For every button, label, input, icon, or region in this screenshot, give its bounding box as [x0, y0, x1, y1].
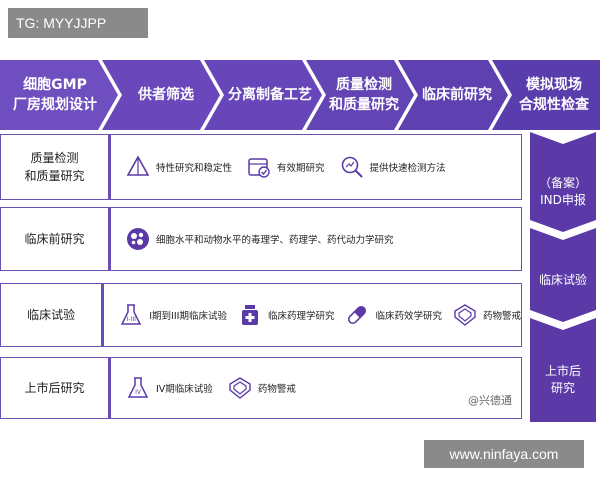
stage-label-line: 供者筛选: [138, 87, 194, 103]
right-label-clinical: 临床试验: [530, 250, 596, 310]
stage-label-1: 细胞GMP 厂房规划设计: [0, 60, 110, 130]
stage-label-line: 和质量研究: [329, 97, 399, 113]
stage-label-2: 供者筛选: [118, 60, 214, 130]
warning-shield-icon: [452, 302, 478, 328]
stage-chevron-6: [492, 60, 600, 130]
row-label-line: 和质量研究: [24, 169, 85, 183]
item-text: 临床药理学研究: [267, 311, 335, 322]
stage-label-line: 厂房规划设计: [13, 97, 97, 113]
item-text: I期到III期临床试验: [149, 311, 227, 322]
row-item: 药物警戒: [452, 302, 521, 328]
stage-label-line: 细胞GMP: [23, 77, 87, 93]
row-item: 有效期研究: [246, 154, 325, 180]
stage-label-5: 临床前研究: [414, 60, 500, 130]
row-label: 上市后研究: [1, 358, 111, 418]
right-label-line: 临床试验: [538, 272, 587, 287]
stage-chevron-4: [306, 60, 414, 130]
item-text: 特性研究和稳定性: [156, 163, 233, 174]
item-text: 临床药效学研究: [375, 311, 442, 322]
item-text: 有效期研究: [277, 163, 325, 174]
cells-icon: [125, 226, 151, 252]
row-preclinical: 临床前研究 细胞水平和动物水平的毒理学、药理学、药代动力学研究: [0, 207, 522, 271]
flask-icon: IV: [125, 375, 151, 401]
stage-chevron-1: [0, 60, 118, 130]
flask-icon-label: I-III: [126, 316, 136, 323]
right-label-line: （备案）: [538, 176, 587, 190]
source-watermark: @兴德通: [468, 394, 512, 407]
row-label-line: 质量检测: [30, 151, 79, 165]
item-text: IV期临床试验: [156, 384, 213, 395]
stage-label-6: 模拟现场合规性检查: [510, 60, 598, 130]
row-item: 提供快速检测方法: [339, 154, 446, 180]
item-text: 药物警戒: [257, 384, 296, 395]
right-block-postmarket: [530, 318, 596, 422]
stage-label-4: 质量检测和质量研究: [322, 60, 406, 130]
row-item: 细胞水平和动物水平的毒理学、药理学、药代动力学研究: [125, 226, 394, 252]
medicine-bottle-icon: [237, 302, 263, 328]
row-quality: 质量检测和质量研究 特性研究和稳定性 有效期研究 提供快速检测方法: [0, 134, 522, 200]
flask-icon-label: IV: [135, 389, 141, 396]
stage-label-line: 分离制备工艺: [228, 87, 312, 103]
row-item: I-III I期到III期临床试验: [118, 302, 227, 328]
capsule-icon: [344, 302, 370, 328]
row-clinical: 临床试验 I-III I期到III期临床试验 临床药理学研究 临床药效学研究: [0, 283, 522, 347]
magnifier-chart-icon: [339, 154, 365, 180]
right-label-ind: （备案） IND申报: [530, 160, 596, 224]
item-text: 药物警戒: [482, 311, 521, 322]
warning-shield-icon: [227, 375, 253, 401]
row-label: 质量检测和质量研究: [1, 135, 111, 199]
calendar-check-icon: [246, 154, 272, 180]
row-label-line: 临床试验: [27, 308, 76, 322]
site-watermark: www.ninfaya.com: [424, 440, 584, 468]
stage-label-line: 临床前研究: [422, 87, 492, 103]
right-column-shapes: [530, 132, 596, 422]
row-item: 特性研究和稳定性: [125, 154, 232, 180]
stage-chevron-2: [102, 60, 220, 130]
right-block-clinical: [530, 228, 596, 322]
pyramid-icon: [125, 154, 151, 180]
stage-chevron-5: [398, 60, 508, 130]
flask-icon: I-III: [118, 302, 144, 328]
stage-label-line: 质量检测: [336, 77, 392, 93]
right-label-line: 上市后: [544, 364, 581, 378]
process-chevron-band: [0, 60, 600, 130]
stage-label-3: 分离制备工艺: [222, 60, 318, 130]
stage-label-line: 模拟现场: [526, 77, 582, 93]
stage-label-line: 合规性检查: [519, 97, 589, 113]
row-item: 临床药效学研究: [344, 302, 442, 328]
stage-chevron-3: [204, 60, 322, 130]
row-postmarket: 上市后研究 IV IV期临床试验 药物警戒: [0, 357, 522, 419]
row-item: IV IV期临床试验: [125, 375, 213, 401]
row-item: 药物警戒: [227, 375, 296, 401]
row-label-line: 上市后研究: [24, 381, 85, 395]
right-label-postmarket: 上市后研究: [530, 345, 596, 415]
row-label-line: 临床前研究: [24, 232, 85, 246]
row-label: 临床前研究: [1, 208, 111, 270]
row-label: 临床试验: [1, 284, 105, 346]
item-text: 细胞水平和动物水平的毒理学、药理学、药代动力学研究: [156, 235, 394, 246]
right-label-line: 研究: [550, 381, 575, 395]
right-block-ind: [530, 132, 596, 232]
watermark-tag: TG: MYYJJPP: [8, 8, 148, 38]
right-label-line: IND申报: [540, 193, 586, 207]
row-item: 临床药理学研究: [237, 302, 335, 328]
item-text: 提供快速检测方法: [369, 163, 446, 174]
